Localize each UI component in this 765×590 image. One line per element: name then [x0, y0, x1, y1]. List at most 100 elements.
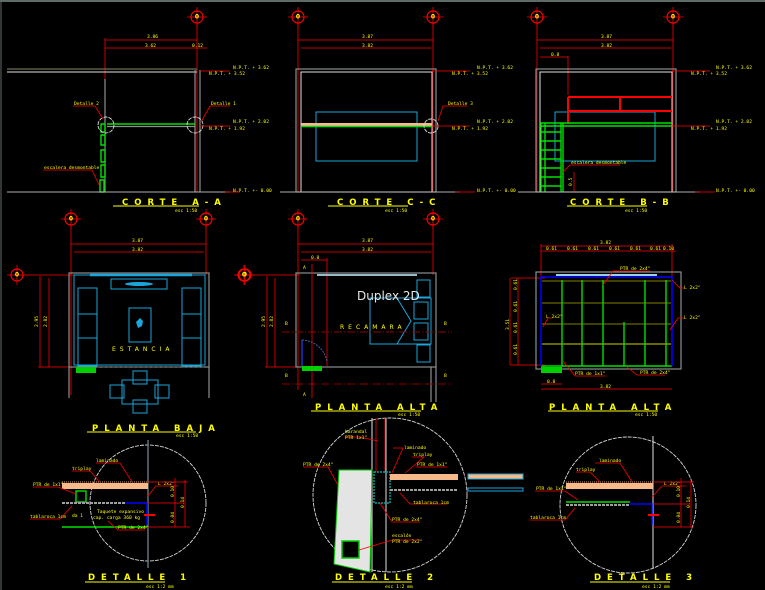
- detail-dim: 0.04: [170, 512, 176, 523]
- dim-v-module: 0.61: [513, 301, 519, 312]
- section-marker: B: [285, 321, 288, 327]
- chair: [132, 370, 148, 385]
- dim-total: 3.87: [132, 238, 143, 244]
- module-dimensions: 0.61 0.61 0.61 0.61 0.61 0.61 0.10: [546, 246, 674, 252]
- detail-title: DETALLE 1: [88, 573, 192, 583]
- npt-level: N.P.T. + 1.92: [691, 126, 727, 132]
- dim-inner: 3.82: [601, 43, 612, 49]
- detail-label: tablaroca 1cm: [530, 515, 566, 521]
- detail-label: PTR de 2x2": [392, 539, 422, 545]
- chair: [109, 384, 125, 399]
- floor-laminate: [390, 474, 458, 480]
- plan-planta-alta-structure: 3.82 0.61 0.61 0.61 0.61 0.61 0.61 0.10 …: [505, 240, 701, 418]
- dim-inner: 3.62: [145, 43, 156, 49]
- floor-section-sample: [467, 487, 524, 492]
- tv: [125, 282, 153, 286]
- dim-bottom-left: 0.8: [547, 379, 556, 385]
- detail-label: PTR de 2x4": [118, 525, 148, 531]
- svg-text:0: 0: [535, 14, 539, 21]
- ladder: [99, 123, 106, 193]
- wall: [295, 272, 437, 368]
- step-ptr-2x2: [341, 540, 360, 559]
- dim-v-module: 0.61: [513, 322, 519, 333]
- svg-text:0: 0: [195, 14, 199, 21]
- dining-table: [121, 379, 159, 405]
- dim-total: 3.87: [601, 34, 612, 40]
- door-swing: [301, 339, 328, 363]
- perimeter-angle: [540, 276, 673, 366]
- room-label: RECAMARA: [340, 324, 406, 331]
- dim-v-outer: 2.95: [261, 316, 267, 327]
- detail-label: escalón: [392, 532, 412, 539]
- svg-text:0: 0: [204, 216, 208, 223]
- ladder: [540, 123, 564, 192]
- dim-v-outer: 2.95: [34, 316, 40, 327]
- sofa-right: [181, 287, 202, 367]
- detail-dim: 0.04: [676, 512, 682, 523]
- dim-inner: 3.82: [362, 43, 373, 49]
- dim-total: 3.82: [600, 240, 611, 246]
- npt-level: N.P.T. + 2.02: [233, 119, 269, 125]
- structure-label: L 2x2": [684, 285, 701, 291]
- room-label: ESTANCIA: [112, 346, 173, 353]
- angle-l: [630, 503, 653, 525]
- npt-level: N.P.T. + 3.62: [716, 65, 752, 71]
- detail-dim: 0.14: [686, 497, 692, 508]
- detail-scale: esc 1:2 mm: [146, 584, 174, 590]
- detail-label: triplay: [72, 466, 92, 472]
- plan-planta-alta: 0 0 0 3.87 3.82 0.8 2.95 2.82 Duplex 2D …: [234, 209, 452, 418]
- dim-v-total: 3.51: [505, 319, 511, 330]
- dim-side: 0.12: [192, 43, 203, 49]
- section-marker: A: [303, 265, 306, 271]
- section-marker: B: [444, 321, 447, 327]
- plan-scale: esc 1:50: [398, 412, 420, 418]
- npt-level: N.P.T. + 3.62: [233, 65, 269, 71]
- detail-label: barandal: [345, 429, 367, 435]
- floor-joist-grid: [540, 276, 673, 367]
- dim-v-inner: 2.82: [43, 316, 49, 327]
- detail-label: laminado: [404, 445, 426, 451]
- svg-text:0: 0: [15, 272, 19, 279]
- dim-module: 0.61: [588, 246, 599, 252]
- structure-label: PTR de 2x4": [640, 370, 670, 376]
- svg-text:0: 0: [69, 216, 73, 223]
- viewport-top-border: [0, 0, 765, 2]
- detail-scale: esc 1:2 mm: [385, 584, 413, 590]
- plan-title: PLANTA ALTA: [315, 403, 443, 413]
- ladder-label: escalera desmontable: [571, 160, 627, 166]
- detail-dim: 0.10: [676, 486, 682, 497]
- nightstand: [413, 301, 429, 320]
- dim-total: 3.87: [362, 238, 373, 244]
- watermark: Duplex 2D: [357, 289, 420, 303]
- dim-module: 0.61: [567, 246, 578, 252]
- dim-rail: 0.8: [551, 52, 560, 58]
- structure-label: L 2x2": [684, 315, 701, 321]
- detail-label: PTR de 1x1": [33, 482, 63, 488]
- callout-label: Detalle 1: [211, 101, 236, 107]
- dim-module: 0.61: [546, 246, 557, 252]
- detail-label: Taquete expansivo: [97, 509, 144, 515]
- floor-section-sample: [467, 473, 524, 480]
- svg-text:0: 0: [242, 272, 246, 279]
- dim-v-module: 0.61: [513, 279, 519, 290]
- detail-label: cap. carga 360 kg: [93, 515, 140, 521]
- plan-title: PLANTA ALTA: [549, 403, 677, 413]
- detail-label: laminado: [599, 458, 621, 464]
- section-corte-cc: 0 0 3.87 3.82 Detalle 3 N.P.T. + 3.62 N.…: [280, 7, 516, 214]
- detail-label: L 2x2": [664, 481, 681, 487]
- detail-3: laminado triplay PTR de 1x1" L 2x2" tabl…: [530, 436, 698, 590]
- stair-opening: [541, 367, 562, 373]
- ladder-label: escalera desmontable: [44, 165, 100, 171]
- floor-laminate: [566, 483, 653, 489]
- detail-circle: [559, 436, 697, 574]
- npt-level: N.P.T. + 3.52: [691, 71, 727, 77]
- dim-module: 0.61: [650, 246, 661, 252]
- detail-title: DETALLE 3: [594, 573, 698, 583]
- dim-module: 0.61: [630, 246, 641, 252]
- section-title: CORTE C-C: [337, 198, 441, 208]
- dim-v-inner: 2.82: [269, 316, 275, 327]
- bed: [369, 297, 432, 345]
- detail-label: da 1: [72, 513, 83, 519]
